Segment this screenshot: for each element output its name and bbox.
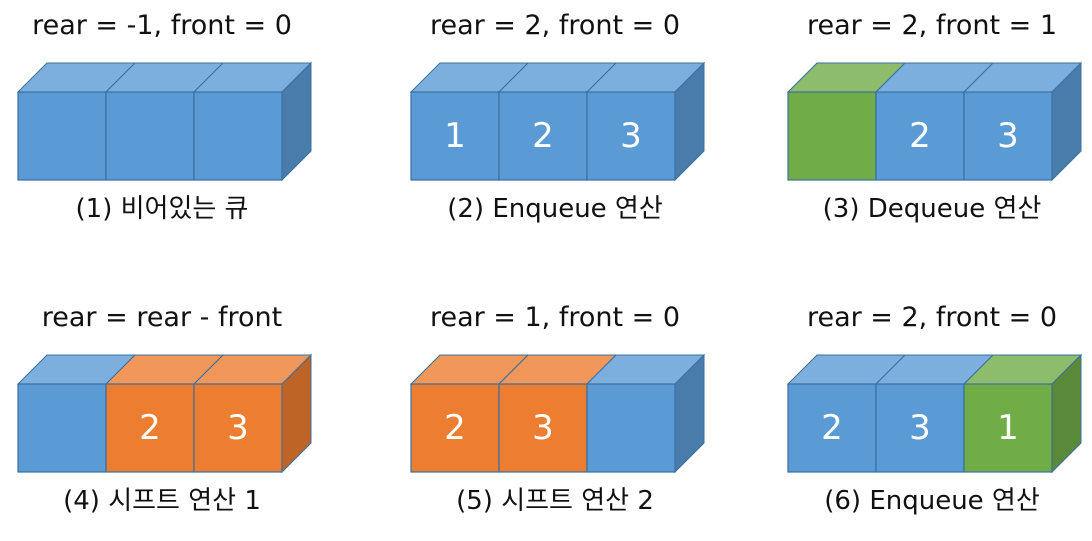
queue-cell — [193, 91, 283, 181]
pointer-label: rear = 2, front = 1 — [806, 10, 1058, 41]
queue-diagram — [16, 61, 313, 182]
queue-cell — [963, 91, 1053, 181]
queue-cell — [586, 383, 676, 473]
cell-value: 2 — [821, 408, 843, 448]
pointer-label: rear = 2, front = 0 — [806, 302, 1058, 333]
cell-side-face — [1051, 353, 1082, 474]
pointer-label: rear = rear - front — [41, 302, 283, 333]
queue-cell — [410, 91, 500, 181]
queue-cell — [875, 91, 965, 181]
queue-cell — [17, 91, 107, 181]
queue-cell — [193, 383, 283, 473]
queue-cell — [410, 383, 500, 473]
queue-cell — [586, 91, 676, 181]
pointer-label: rear = 2, front = 0 — [429, 10, 681, 41]
queue-cell — [498, 91, 588, 181]
cell-side-face — [1051, 61, 1082, 182]
queue-cell — [787, 91, 877, 181]
cell-value: 2 — [139, 408, 161, 448]
cell-value: 1 — [444, 116, 466, 156]
panel-enqueue-after-shift: rear = 2, front = 0 2 3 1 (6) Enqueue 연산 — [782, 292, 1083, 522]
step-caption: (3) Dequeue 연산 — [822, 194, 1042, 224]
cell-value: 2 — [444, 408, 466, 448]
cell-value: 3 — [227, 408, 249, 448]
cell-value: 3 — [532, 408, 554, 448]
cell-value: 3 — [997, 116, 1019, 156]
cell-value: 2 — [909, 116, 931, 156]
queue-cell — [105, 383, 195, 473]
panel-enqueue: rear = 2, front = 0 1 2 3 (2) Enqueue 연산 — [405, 0, 706, 230]
step-caption: (1) 비어있는 큐 — [75, 194, 249, 224]
pointer-label: rear = -1, front = 0 — [32, 10, 292, 41]
queue-diagram: 2 3 1 — [786, 353, 1083, 474]
queue-cell — [875, 383, 965, 473]
cell-value: 1 — [997, 408, 1019, 448]
cell-value: 2 — [532, 116, 554, 156]
step-caption: (4) 시프트 연산 1 — [63, 486, 261, 516]
queue-cell — [498, 383, 588, 473]
pointer-label: rear = 1, front = 0 — [429, 302, 681, 333]
queue-cell — [105, 91, 195, 181]
queue-diagram: 1 2 3 — [409, 61, 706, 182]
cell-side-face — [281, 61, 312, 182]
queue-cell — [17, 383, 107, 473]
cell-side-face — [281, 353, 312, 474]
cell-value: 3 — [620, 116, 642, 156]
cell-value: 3 — [909, 408, 931, 448]
step-caption: (6) Enqueue 연산 — [824, 486, 1040, 516]
cell-side-face — [674, 353, 705, 474]
step-caption: (5) 시프트 연산 2 — [456, 486, 654, 516]
step-caption: (2) Enqueue 연산 — [447, 194, 663, 224]
cell-side-face — [674, 61, 705, 182]
panel-empty-queue: rear = -1, front = 0 (1) 비어있는 큐 — [12, 0, 313, 230]
queue-cell — [963, 383, 1053, 473]
queue-cell — [787, 383, 877, 473]
